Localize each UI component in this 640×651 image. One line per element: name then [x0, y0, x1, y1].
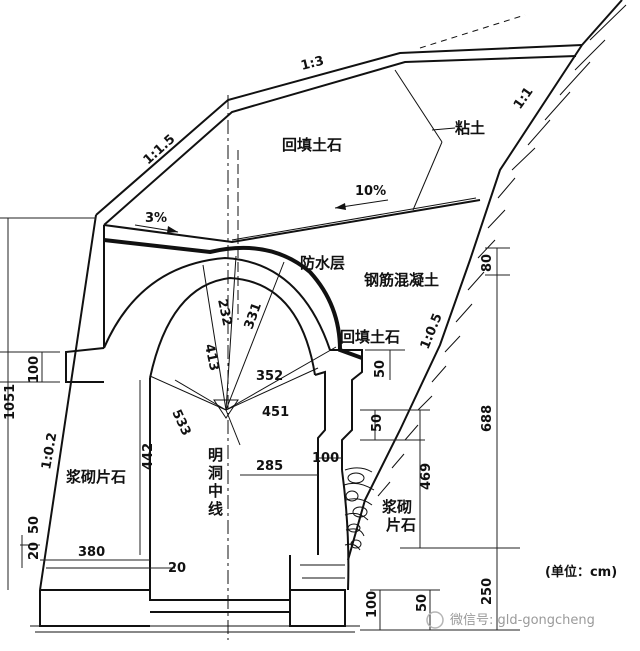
- clay-layer: [103, 69, 481, 244]
- dim-352: 352: [256, 369, 283, 384]
- dim-533: 533: [168, 407, 193, 438]
- dim-451: 451: [262, 405, 289, 420]
- radius-lines: [149, 255, 337, 446]
- dim-688: 688: [480, 405, 495, 432]
- foundation: [30, 555, 360, 633]
- dim-50-left: 50: [27, 516, 42, 534]
- dim-331: 331: [242, 301, 265, 332]
- watermark-text: 微信号: gld-gongcheng: [450, 613, 595, 628]
- dim-380: 380: [78, 545, 105, 560]
- masonry-right-label-2: 片石: [386, 516, 416, 534]
- slope-arrows: [134, 199, 389, 233]
- clay-label: 粘土: [455, 119, 485, 137]
- centerline-label-4: 线: [208, 500, 223, 518]
- dim-20-mid: 20: [168, 561, 186, 576]
- masonry-left-label: 浆砌片石: [66, 468, 126, 486]
- tunnel-centerline: [227, 95, 239, 640]
- centerline-label-2: 洞: [208, 464, 223, 482]
- dim-469: 469: [419, 463, 434, 490]
- slope-1-1: 1:1: [511, 85, 537, 113]
- dim-285: 285: [256, 459, 283, 474]
- dim-100-bottom: 100: [365, 591, 380, 618]
- dim-100-left: 100: [27, 356, 42, 383]
- backfill-top-label: 回填土石: [282, 136, 342, 154]
- masonry-right-label-1: 浆砌: [382, 498, 412, 516]
- dim-50-r2: 50: [370, 414, 385, 432]
- dimension-lines: [0, 217, 520, 631]
- backfill-side-label: 回填土石: [340, 328, 400, 346]
- dim-100-right: 100: [312, 451, 339, 466]
- backfill-surface: [95, 14, 583, 226]
- slope-1-1-5: 1:1.5: [141, 132, 179, 168]
- dim-1051: 1051: [3, 384, 18, 420]
- slope-1-3: 1:3: [299, 54, 325, 74]
- slope-10-percent: 10%: [355, 184, 386, 199]
- dim-250: 250: [480, 578, 495, 605]
- slope-1-0-2: 1:0.2: [39, 431, 60, 470]
- centerline-label-1: 明: [208, 446, 223, 464]
- dim-442: 442: [141, 443, 156, 470]
- watermark: 微信号: gld-gongcheng: [426, 611, 595, 629]
- lining: [65, 238, 363, 555]
- wechat-icon: [426, 611, 444, 629]
- unit-note: (单位：cm): [545, 564, 617, 580]
- left-wall: [39, 214, 151, 627]
- right-masonry: [341, 467, 375, 591]
- rc-label: 钢筋混凝土: [364, 271, 439, 289]
- slope-1-0-5: 1:0.5: [418, 311, 446, 351]
- centerline-label-3: 中: [208, 482, 223, 500]
- slope-3-percent: 3%: [145, 211, 167, 226]
- waterproof-label: 防水层: [300, 254, 345, 272]
- hillside: [347, 0, 627, 561]
- dim-80: 80: [480, 254, 495, 272]
- dim-20-left: 20: [27, 542, 42, 560]
- dim-232: 232: [214, 298, 234, 328]
- dim-413: 413: [201, 343, 221, 373]
- dim-50-bottom: 50: [415, 594, 430, 612]
- dim-50-r1: 50: [373, 360, 388, 378]
